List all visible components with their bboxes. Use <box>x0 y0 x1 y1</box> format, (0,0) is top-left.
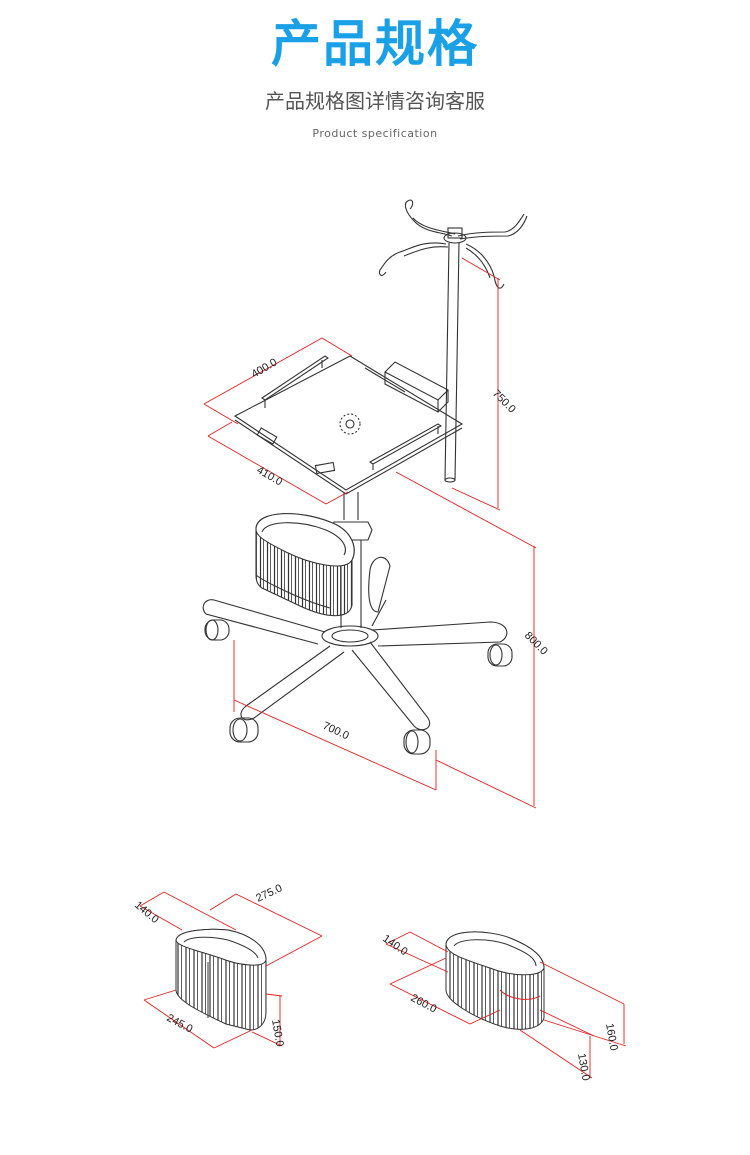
dim-label-tray-depth: 400.0 <box>250 356 280 380</box>
dimension-lines-basket-b <box>385 931 627 1079</box>
dim-label-pole-height: 750.0 <box>490 388 518 416</box>
pole <box>444 242 460 483</box>
basket-b-drawing <box>445 931 545 1030</box>
dim-label-basket-b-length: 260.0 <box>409 992 439 1016</box>
side-basket <box>255 513 355 617</box>
dim-label-basket-a-width: 245.0 <box>165 1012 195 1036</box>
base <box>202 599 513 755</box>
page-subtitle: 产品规格图详情咨询客服 <box>265 89 485 113</box>
page-title: 产品规格 <box>271 15 479 73</box>
page-subtitle-english: Product specification <box>312 127 438 140</box>
dimension-lines-main <box>203 257 537 809</box>
dim-label-tray-width: 410.0 <box>255 464 285 488</box>
dim-label-basket-b-bottom: 130.0 <box>575 1052 592 1081</box>
tray <box>233 355 464 495</box>
dim-label-base-width: 700.0 <box>321 720 351 743</box>
dim-label-basket-b-depth: 140.0 <box>380 933 409 959</box>
iv-hooks <box>378 199 528 289</box>
dim-label-basket-a-length: 275.0 <box>254 882 284 905</box>
dimension-lines-basket-a <box>139 891 323 1049</box>
dim-label-cart-height: 800.0 <box>522 630 550 658</box>
dim-label-basket-b-height: 160.0 <box>603 1022 620 1051</box>
basket-a-drawing <box>175 928 267 1031</box>
dim-label-basket-a-height: 150.0 <box>269 1018 286 1047</box>
cart-drawing <box>202 199 528 755</box>
dim-label-basket-a-depth: 140.0 <box>132 899 161 926</box>
